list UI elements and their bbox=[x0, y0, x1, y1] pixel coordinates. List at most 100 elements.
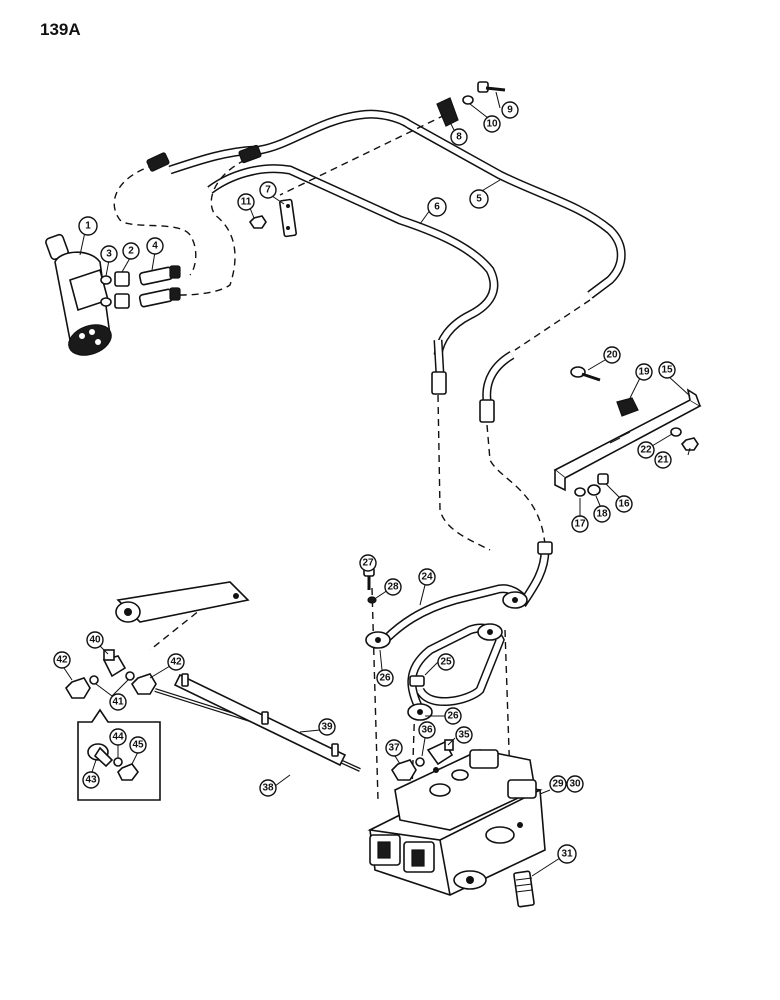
svg-text:10: 10 bbox=[486, 119, 498, 130]
callout-21: 21 bbox=[654, 447, 691, 469]
svg-text:41: 41 bbox=[112, 697, 124, 708]
callout-39: 39 bbox=[299, 718, 336, 736]
svg-text:40: 40 bbox=[89, 635, 101, 646]
callout-11: 11 bbox=[237, 193, 255, 219]
svg-text:44: 44 bbox=[112, 732, 124, 743]
fitting-37 bbox=[390, 759, 417, 781]
callout-29: 29 bbox=[539, 775, 567, 795]
callout-45: 45 bbox=[129, 736, 147, 765]
screw-20 bbox=[570, 366, 601, 382]
callout-43: 43 bbox=[82, 759, 100, 789]
fitting-36 bbox=[415, 757, 425, 767]
bracket-39 bbox=[173, 673, 347, 767]
callout-22: 22 bbox=[637, 433, 673, 459]
callout-7: 7 bbox=[259, 181, 285, 205]
callout-20: 20 bbox=[587, 346, 621, 371]
elbow-35 bbox=[426, 739, 454, 766]
stud-31 bbox=[513, 870, 535, 908]
dash-line-7 bbox=[371, 587, 379, 801]
bolt-16 bbox=[597, 473, 609, 485]
callout-44: 44 bbox=[109, 728, 127, 758]
nut-21 bbox=[680, 437, 699, 451]
callout-36: 36 bbox=[418, 721, 436, 757]
svg-text:43: 43 bbox=[85, 775, 97, 786]
callout-10: 10 bbox=[469, 103, 501, 133]
callout-41: 41 bbox=[95, 679, 129, 711]
callout-5: 5 bbox=[469, 179, 501, 209]
callout-42-left: 42 bbox=[53, 651, 73, 681]
callout-3: 3 bbox=[100, 245, 118, 277]
svg-text:18: 18 bbox=[596, 509, 608, 520]
nut-42-left bbox=[64, 677, 91, 699]
callout-31: 31 bbox=[531, 844, 577, 877]
washer-17 bbox=[574, 487, 586, 497]
callout-4: 4 bbox=[146, 237, 164, 271]
svg-text:42: 42 bbox=[56, 655, 68, 666]
tube-5 bbox=[168, 109, 626, 299]
svg-text:29: 29 bbox=[552, 779, 564, 790]
callout-9: 9 bbox=[495, 91, 519, 119]
svg-text:31: 31 bbox=[561, 849, 573, 860]
callout-8: 8 bbox=[449, 121, 468, 146]
dash-line-4 bbox=[486, 424, 546, 546]
dash-line-6 bbox=[279, 114, 446, 196]
lever-arm bbox=[115, 581, 250, 623]
svg-text:26: 26 bbox=[379, 673, 391, 684]
tube-6 bbox=[207, 164, 499, 356]
dash-line-1 bbox=[113, 164, 197, 276]
svg-text:17: 17 bbox=[574, 519, 586, 530]
callout-17: 17 bbox=[571, 498, 589, 533]
clip-19 bbox=[616, 397, 639, 417]
callout-35: 35 bbox=[447, 726, 473, 746]
svg-text:15: 15 bbox=[661, 365, 673, 376]
callout-26-lower: 26 bbox=[425, 707, 462, 725]
bracket-15 bbox=[553, 388, 702, 492]
svg-text:37: 37 bbox=[388, 743, 400, 754]
dash-line-5 bbox=[514, 299, 591, 351]
callout-18: 18 bbox=[593, 495, 611, 523]
callout-37: 37 bbox=[385, 739, 403, 765]
clamp-7 bbox=[279, 198, 297, 238]
callout-40: 40 bbox=[86, 631, 109, 655]
callout-26-upper: 26 bbox=[376, 649, 394, 687]
callout-25: 25 bbox=[424, 653, 455, 676]
nut-42-right bbox=[130, 673, 157, 695]
svg-text:22: 22 bbox=[640, 445, 652, 456]
washer-10 bbox=[462, 95, 474, 105]
nut-22 bbox=[670, 427, 682, 437]
svg-text:2: 2 bbox=[128, 246, 134, 257]
bolt-9 bbox=[477, 81, 506, 93]
svg-text:4: 4 bbox=[152, 241, 158, 252]
nut-11 bbox=[248, 215, 267, 229]
svg-text:9: 9 bbox=[507, 105, 513, 116]
callout-2: 2 bbox=[121, 242, 140, 273]
callouts: 1 2 3 4 5 6 7 8 9 10 11 15 16 17 18 19 2… bbox=[53, 91, 691, 877]
svg-text:28: 28 bbox=[387, 582, 399, 593]
callout-42-right: 42 bbox=[149, 653, 185, 679]
svg-text:1: 1 bbox=[85, 221, 91, 232]
svg-text:8: 8 bbox=[456, 132, 462, 143]
svg-text:20: 20 bbox=[606, 350, 618, 361]
callout-28: 28 bbox=[375, 578, 402, 599]
fittings-group bbox=[100, 144, 262, 309]
svg-text:38: 38 bbox=[262, 783, 274, 794]
callout-27: 27 bbox=[359, 554, 377, 572]
svg-text:25: 25 bbox=[440, 657, 452, 668]
svg-text:39: 39 bbox=[321, 722, 333, 733]
svg-text:19: 19 bbox=[638, 367, 650, 378]
svg-text:7: 7 bbox=[265, 185, 271, 196]
callout-30: 30 bbox=[566, 775, 584, 793]
svg-text:27: 27 bbox=[362, 558, 374, 569]
svg-text:35: 35 bbox=[458, 730, 470, 741]
clip-8 bbox=[436, 97, 459, 127]
washer-41-right bbox=[125, 671, 135, 681]
washer-18 bbox=[587, 484, 601, 496]
svg-text:42: 42 bbox=[170, 657, 182, 668]
dash-line-9 bbox=[504, 629, 511, 781]
svg-text:45: 45 bbox=[132, 740, 144, 751]
dash-line-3 bbox=[437, 394, 491, 551]
callout-19: 19 bbox=[629, 363, 653, 399]
callout-16: 16 bbox=[605, 483, 633, 513]
callout-38: 38 bbox=[259, 774, 291, 797]
